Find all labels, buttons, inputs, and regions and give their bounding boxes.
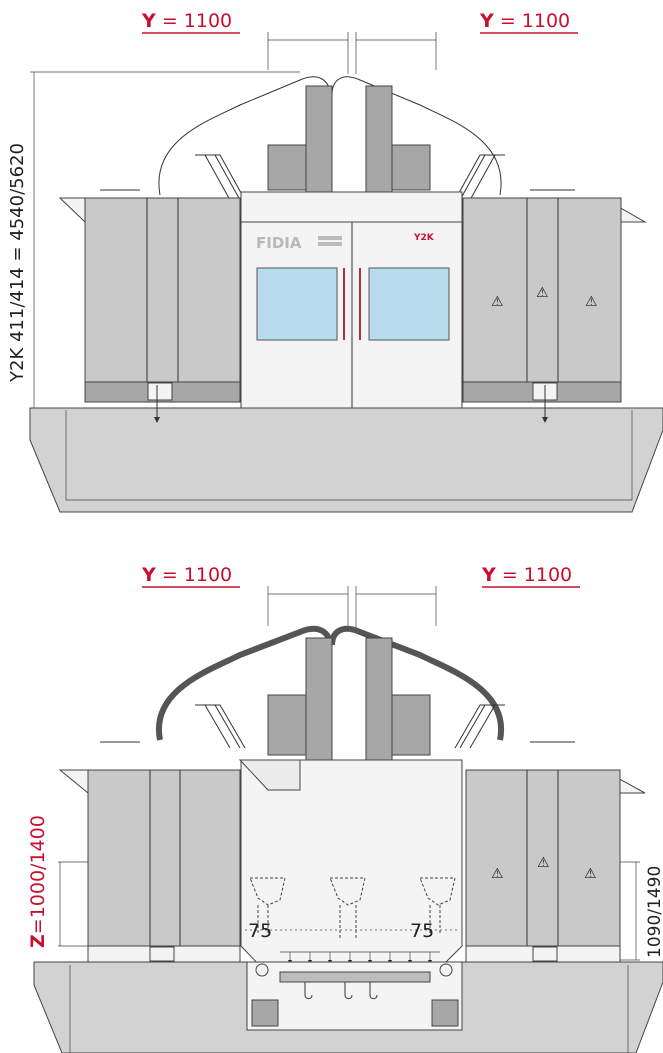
warning-icon: ⚠ [491,866,504,882]
table-arrows [280,951,440,965]
pit-motor-right [431,999,459,1027]
warning-icon: ⚠ [537,855,550,871]
bottom-view: Y = 1100 Y = 1100 [27,564,663,1053]
bottom-dim-offset-left: 75 [248,920,272,942]
bottom-left-cabinet [87,769,241,947]
top-view: Y = 1100 Y = 1100 Y2K 411/414 = 4540/562… [7,10,663,513]
warning-icon: ⚠ [585,294,598,310]
top-window-left [256,267,338,341]
top-dim-height: Y2K 411/414 = 4540/5620 [7,143,28,383]
bottom-head-right [391,694,431,756]
bottom-right-cabinet [465,769,621,947]
bottom-cable-chain-left [155,625,333,741]
warning-icon: ⚠ [491,294,504,310]
bottom-dim-y-left: Y = 1100 [141,564,232,586]
bottom-head-left [267,694,307,756]
top-window-right [368,267,450,341]
top-right-cabinet [462,197,622,383]
tool-outlines [245,877,460,940]
bottom-dim-right-height: 1090/1490 [645,866,663,958]
model-badge: Y2K [413,233,435,243]
bottom-dim-extensions [267,586,437,630]
top-head-right [391,144,431,191]
top-left-cabinet [84,197,241,383]
warning-icon: ⚠ [536,285,549,301]
top-head-left [267,144,307,191]
top-cable-chain-right [331,76,502,196]
top-railings [100,154,575,201]
bottom-railings [100,704,575,749]
top-dim-extensions [30,32,437,408]
bottom-dim-offset-right: 75 [410,920,434,942]
bottom-dim-y-right: Y = 1100 [481,564,572,586]
top-cable-chain-left [158,76,331,196]
bottom-cable-chain-right [329,625,505,741]
pit-motor-left [251,999,279,1027]
bottom-dim-z: Z=1000/1400 [27,815,49,948]
top-foundation [29,407,663,513]
warning-icon: ⚠ [584,866,597,882]
top-dim-y-right: Y = 1100 [479,10,570,32]
top-dim-y-left: Y = 1100 [141,10,232,32]
brand-logo: FIDIA [256,234,302,252]
top-anchor-marks [154,385,548,423]
